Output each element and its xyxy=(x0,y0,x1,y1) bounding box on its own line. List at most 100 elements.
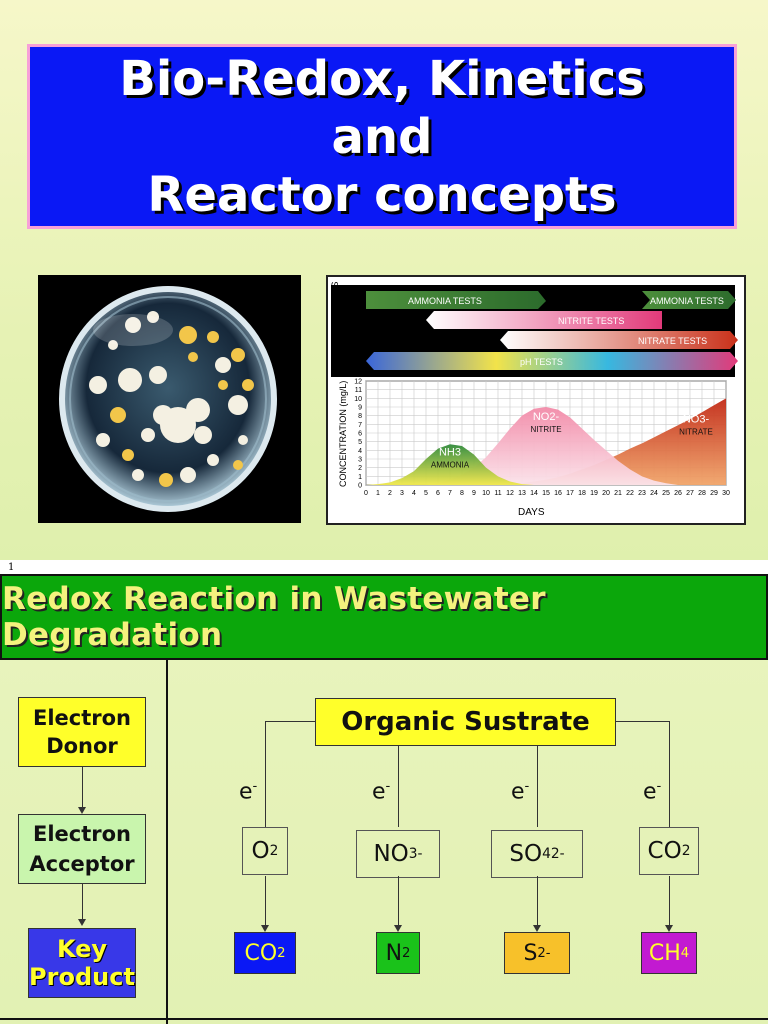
series-area-0 xyxy=(366,444,726,485)
x-tick-label: 14 xyxy=(530,490,538,497)
slide-banner: Redox Reaction in Wastewater Degradation xyxy=(0,574,768,660)
series-area-2 xyxy=(366,398,726,485)
key-product-legend: Key Product xyxy=(28,928,136,998)
pathway-connector xyxy=(669,876,670,926)
nitrate-test-label: NITRATE TESTS xyxy=(638,336,707,346)
x-tick-label: 0 xyxy=(364,490,368,497)
ph-test-label: pH TESTS xyxy=(520,357,563,367)
ammonia-test-label-2: AMMONIA TESTS xyxy=(650,296,724,306)
branch-1 xyxy=(265,721,266,827)
petri-dish-image xyxy=(38,275,301,523)
x-tick-label: 13 xyxy=(518,490,526,497)
nitrate-test-arrow xyxy=(500,331,738,349)
nitrite-test-arrow xyxy=(426,311,662,329)
x-tick-label: 16 xyxy=(554,490,562,497)
x-tick-label: 3 xyxy=(400,490,404,497)
title-line-2: and xyxy=(331,108,433,165)
electron-label: e- xyxy=(372,779,391,805)
electron-acceptor-legend: Electron Acceptor xyxy=(18,814,146,884)
pathway-connector xyxy=(398,876,399,926)
arrow-down-icon xyxy=(533,925,541,932)
arrow-down-icon xyxy=(665,925,673,932)
legend-connector-2 xyxy=(82,884,83,920)
y-tick-label: 1 xyxy=(358,474,362,481)
series-area-1 xyxy=(366,407,726,485)
title-box: Bio-Redox, Kinetics and Reactor concepts xyxy=(27,44,737,229)
branch-3 xyxy=(537,746,538,827)
x-tick-label: 23 xyxy=(638,490,646,497)
title-line-3: Reactor concepts xyxy=(147,166,617,223)
arrow-down-icon xyxy=(261,925,269,932)
slide-two: Redox Reaction in Wastewater Degradation… xyxy=(0,574,768,1024)
x-tick-label: 30 xyxy=(722,490,730,497)
substrate-branch-left xyxy=(265,721,315,722)
y-tick-label: 0 xyxy=(358,483,362,490)
y-tick-label: 2 xyxy=(358,465,362,472)
branch-4 xyxy=(669,721,670,827)
y-tick-label: 8 xyxy=(358,413,362,420)
electron-donor-legend: Electron Donor xyxy=(18,697,146,767)
slide-one: Bio-Redox, Kinetics and Reactor concepts xyxy=(0,0,768,560)
x-tick-label: 25 xyxy=(662,490,670,497)
x-tick-label: 26 xyxy=(674,490,682,497)
x-tick-label: 7 xyxy=(448,490,452,497)
electron-label: e- xyxy=(643,779,662,805)
ammonia-test-arrow-1 xyxy=(366,291,546,309)
x-tick-label: 11 xyxy=(494,490,501,497)
y-tick-label: 10 xyxy=(354,396,362,403)
x-tick-label: 28 xyxy=(698,490,706,497)
y-tick-label: 3 xyxy=(358,457,362,464)
x-tick-label: 9 xyxy=(472,490,476,497)
column-divider xyxy=(166,660,168,1024)
x-tick-label: 18 xyxy=(578,490,586,497)
arrow-down-icon xyxy=(78,807,86,814)
nitrogen-chart: TESTING DAYS AMMONIA TESTS AMMONIA TESTS… xyxy=(326,275,746,525)
species-name-label: NITRITE xyxy=(530,425,561,434)
x-tick-label: 17 xyxy=(566,490,574,497)
arrow-down-icon xyxy=(78,919,86,926)
species-formula-label: NO3- xyxy=(683,414,710,426)
species-name-label: AMMONIA xyxy=(431,461,470,470)
electron-label: e- xyxy=(511,779,530,805)
species-name-label: NITRATE xyxy=(679,428,713,437)
x-tick-label: 22 xyxy=(626,490,634,497)
plot-areas xyxy=(366,398,726,485)
species-formula-label: NO2- xyxy=(533,411,560,423)
x-tick-label: 4 xyxy=(412,490,416,497)
ammonia-test-label-1: AMMONIA TESTS xyxy=(408,296,482,306)
y-tick-label: 9 xyxy=(358,405,362,412)
species-formula-label: NH3 xyxy=(439,447,461,459)
nitrogen-chart-svg: TESTING DAYS AMMONIA TESTS AMMONIA TESTS… xyxy=(330,282,738,518)
banner-title: Redox Reaction in Wastewater Degradation xyxy=(2,581,546,653)
pathway-connector xyxy=(265,876,266,926)
testing-days-label: TESTING DAYS xyxy=(330,282,340,347)
bottom-divider xyxy=(0,1018,768,1020)
x-tick-label: 29 xyxy=(710,490,718,497)
x-tick-label: 12 xyxy=(506,490,514,497)
x-tick-label: 10 xyxy=(482,490,490,497)
x-tick-label: 6 xyxy=(436,490,440,497)
x-tick-label: 8 xyxy=(460,490,464,497)
y-tick-label: 6 xyxy=(358,431,362,438)
x-tick-label: 20 xyxy=(602,490,610,497)
y-tick-label: 5 xyxy=(358,439,362,446)
legend-connector-1 xyxy=(82,767,83,808)
x-tick-label: 19 xyxy=(590,490,598,497)
x-tick-label: 5 xyxy=(424,490,428,497)
x-tick-label: 27 xyxy=(686,490,694,497)
petri-dish-drawing xyxy=(59,286,277,512)
nitrite-test-label: NITRITE TESTS xyxy=(558,316,624,326)
substrate-branch-right xyxy=(616,721,669,722)
y-tick-label: 11 xyxy=(355,387,362,394)
y-axis-label: CONCENTRATION (mg/L) xyxy=(338,381,348,487)
pathway-connector xyxy=(537,876,538,926)
